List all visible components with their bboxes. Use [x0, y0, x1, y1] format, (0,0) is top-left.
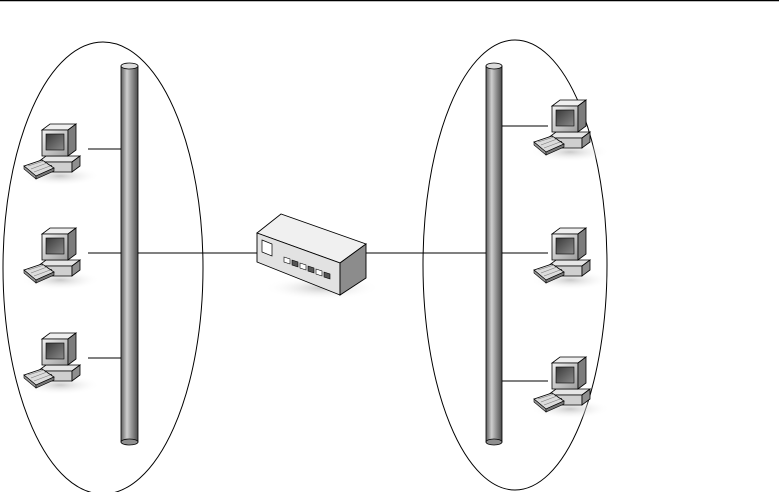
left-segment: [3, 42, 203, 492]
workstation-icon: [530, 357, 610, 419]
right-segment: [423, 40, 610, 490]
workstation-icon: [20, 228, 100, 290]
workstation-icon: [20, 333, 100, 395]
workstation-icon: [20, 124, 100, 186]
left-backbone-cable: [121, 63, 138, 445]
workstation-icon: [530, 100, 610, 162]
workstation-icon: [530, 228, 610, 290]
right-backbone-cable: [486, 63, 502, 445]
network-bridge-icon: [257, 214, 380, 300]
